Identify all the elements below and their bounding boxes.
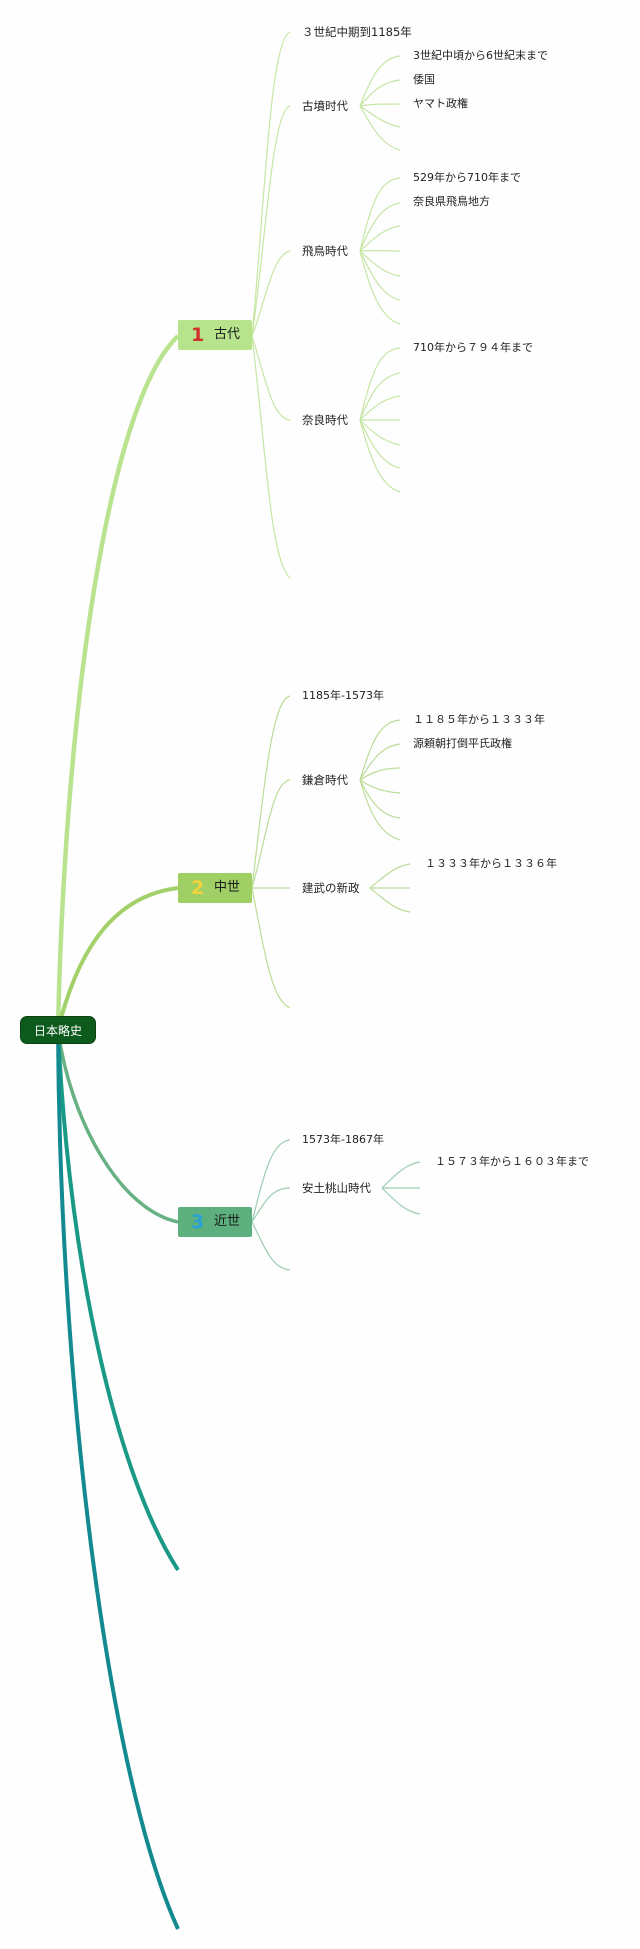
root-node[interactable]: 日本略史 <box>20 1016 96 1044</box>
kamakura-detail-2[interactable]: 源頼朝打倒平氏政権 <box>413 737 512 750</box>
period-nara[interactable]: 奈良時代 <box>302 413 348 427</box>
topic-2-connectors <box>251 695 411 1009</box>
kamakura-detail-1[interactable]: １１８５年から１３３３年 <box>413 713 545 726</box>
topic-1-connectors <box>251 31 401 579</box>
topic-label-1: 古代 <box>214 327 241 342</box>
topic-2-range[interactable]: 1185年-1573年 <box>302 689 384 702</box>
period-kofun[interactable]: 古墳时代 <box>302 99 348 113</box>
period-azuchi-momoyama[interactable]: 安土桃山時代 <box>302 1181 371 1195</box>
topic-number-2: 2 <box>191 877 205 899</box>
kofun-detail-3[interactable]: ヤマト政権 <box>413 97 468 110</box>
kofun-detail-1[interactable]: 3世紀中頃から6世紀末まで <box>413 49 548 62</box>
period-asuka[interactable]: 飛鳥時代 <box>302 244 348 258</box>
period-kamakura[interactable]: 鎌倉時代 <box>302 773 348 787</box>
topic-1-range[interactable]: ３世紀中期到1185年 <box>302 25 412 39</box>
branch-line-1 <box>55 334 180 1031</box>
topic-node-1[interactable]: 1 古代 <box>178 320 252 350</box>
nara-detail-1[interactable]: 710年から７９４年まで <box>413 341 533 354</box>
topic-3-range[interactable]: 1573年-1867年 <box>302 1133 384 1146</box>
topic-node-2[interactable]: 2 中世 <box>178 873 252 903</box>
kofun-detail-2[interactable]: 倭国 <box>413 73 435 86</box>
topic-node-3[interactable]: 3 近世 <box>178 1207 252 1237</box>
kenmu-detail-1[interactable]: １３３３年から１３３６年 <box>425 857 557 870</box>
period-kenmu[interactable]: 建武の新政 <box>302 881 360 895</box>
topic-number-1: 1 <box>191 324 205 346</box>
branch-line-3 <box>56 1029 179 1224</box>
branch-line-5 <box>56 1029 180 1930</box>
branch-line-4 <box>56 1029 180 1572</box>
topic-3-connectors <box>251 1139 421 1271</box>
topic-label-2: 中世 <box>214 880 241 895</box>
topic-number-3: 3 <box>191 1211 205 1233</box>
asuka-detail-2[interactable]: 奈良県飛鳥地方 <box>413 195 490 208</box>
branch-line-2 <box>56 886 179 1031</box>
azuchi-detail-1[interactable]: １５７３年から１６０３年まで <box>435 1155 589 1168</box>
topic-label-3: 近世 <box>214 1214 241 1229</box>
asuka-detail-1[interactable]: 529年から710年まで <box>413 171 521 184</box>
